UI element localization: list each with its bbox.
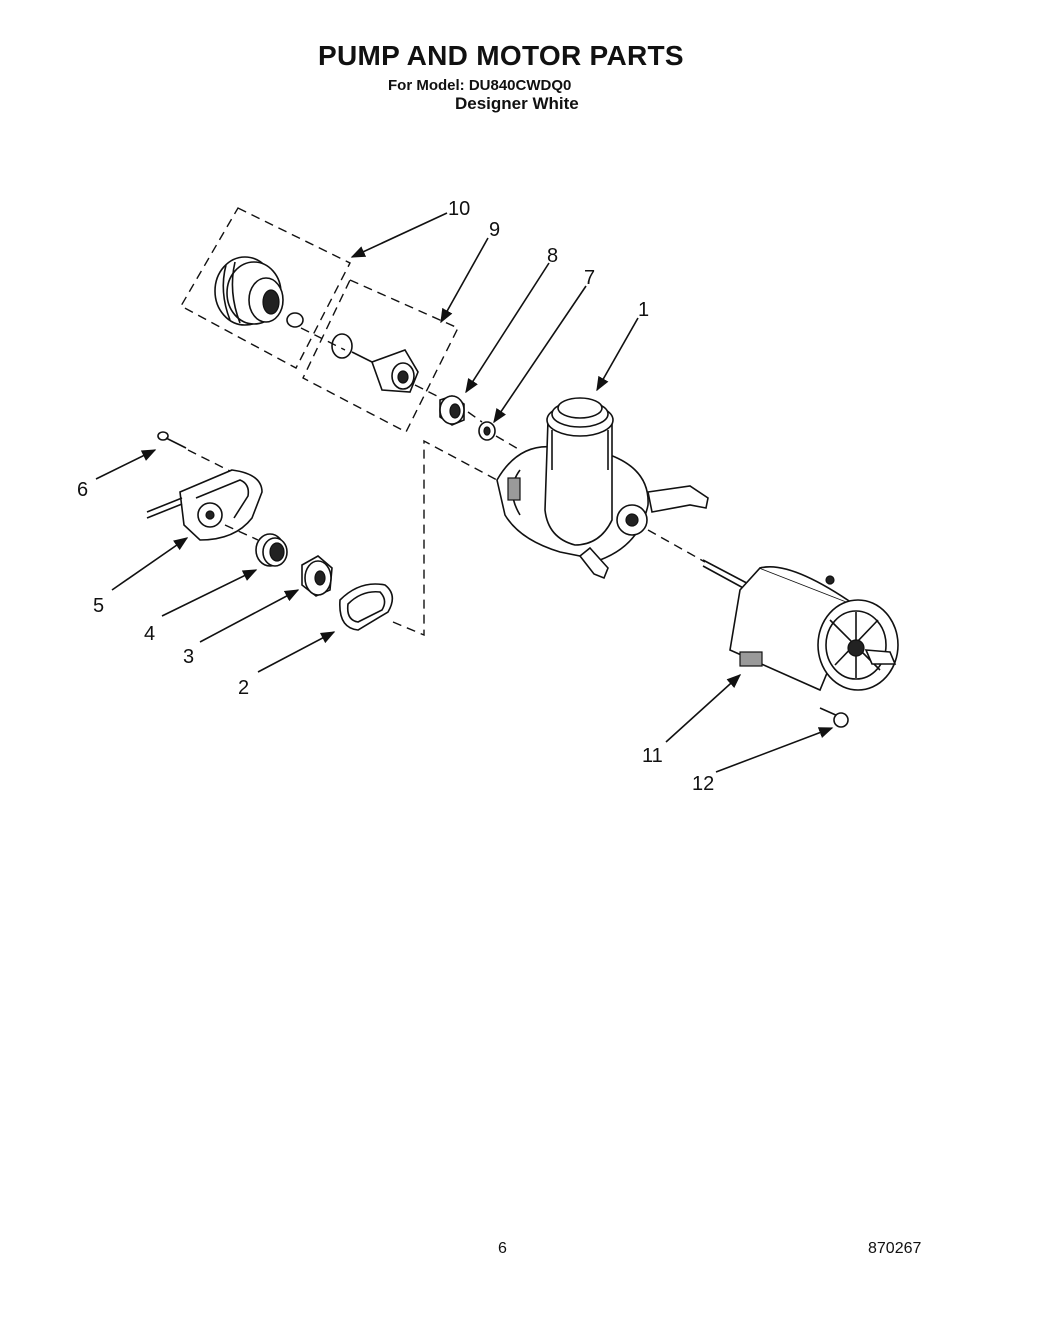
callout-12: 12 (692, 773, 714, 795)
callout-2: 2 (238, 677, 249, 699)
part-5-pump-cover (146, 469, 263, 541)
document-number: 870267 (868, 1240, 922, 1257)
callout-3: 3 (183, 646, 194, 668)
callout-4: 4 (144, 623, 155, 645)
callout-9: 9 (489, 219, 500, 241)
page-title: PUMP AND MOTOR PARTS (318, 40, 684, 71)
part-3-seal (301, 555, 333, 597)
part-4-ring (255, 533, 288, 567)
part-6-screw (157, 431, 237, 475)
part-10-seal-kit (180, 207, 351, 369)
part-8-seal (439, 395, 465, 426)
part-9-impeller-kit (302, 279, 459, 433)
callout-5: 5 (93, 595, 104, 617)
callout-10: 10 (448, 198, 470, 220)
callout-6: 6 (77, 479, 88, 501)
leader-lines (95, 212, 834, 773)
part-1-pump-housing (496, 397, 709, 580)
callout-1: 1 (638, 299, 649, 321)
page-number: 6 (498, 1240, 507, 1257)
callout-11: 11 (642, 745, 663, 767)
model-line: For Model: DU840CWDQ0 (388, 77, 572, 94)
part-11-motor (702, 559, 899, 692)
color-variant: Designer White (455, 94, 579, 113)
part-2-gasket (339, 583, 394, 631)
callout-7: 7 (584, 267, 595, 289)
part-7-washer (478, 421, 496, 441)
part-12-screw (819, 707, 849, 728)
callout-8: 8 (547, 245, 558, 267)
